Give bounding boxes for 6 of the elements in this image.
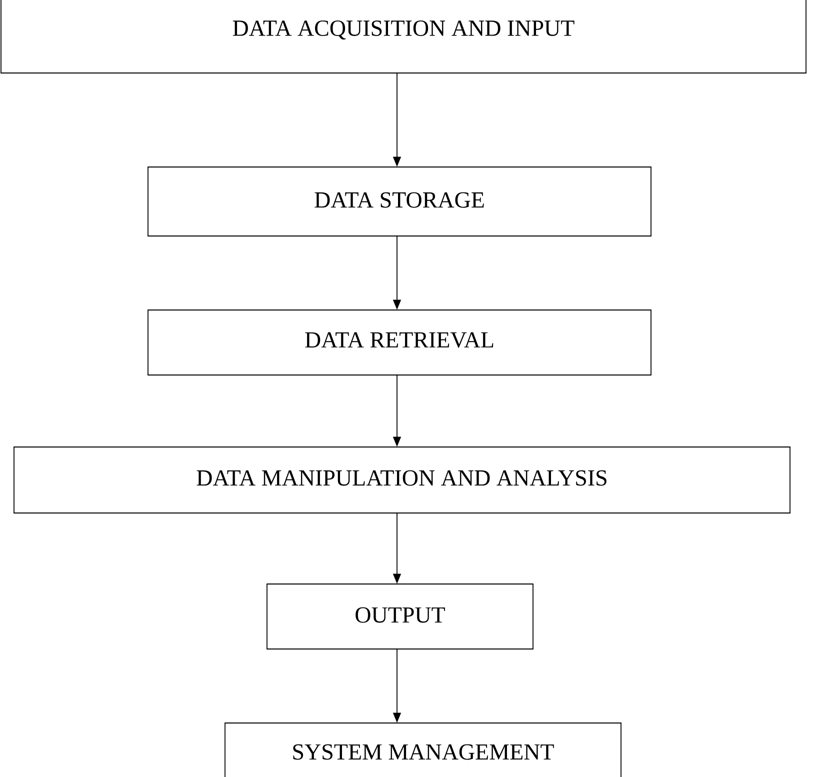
process-box: DATA ACQUISITION AND INPUT (0, 0, 806, 74)
process-box: OUTPUT (266, 584, 534, 650)
process-box: DATA MANIPULATION AND ANALYSIS (14, 446, 790, 514)
process-box: SYSTEM MANAGEMENT (224, 722, 622, 777)
process-box: DATA STORAGE (148, 166, 652, 236)
process-box: DATA RETRIEVAL (148, 310, 652, 376)
